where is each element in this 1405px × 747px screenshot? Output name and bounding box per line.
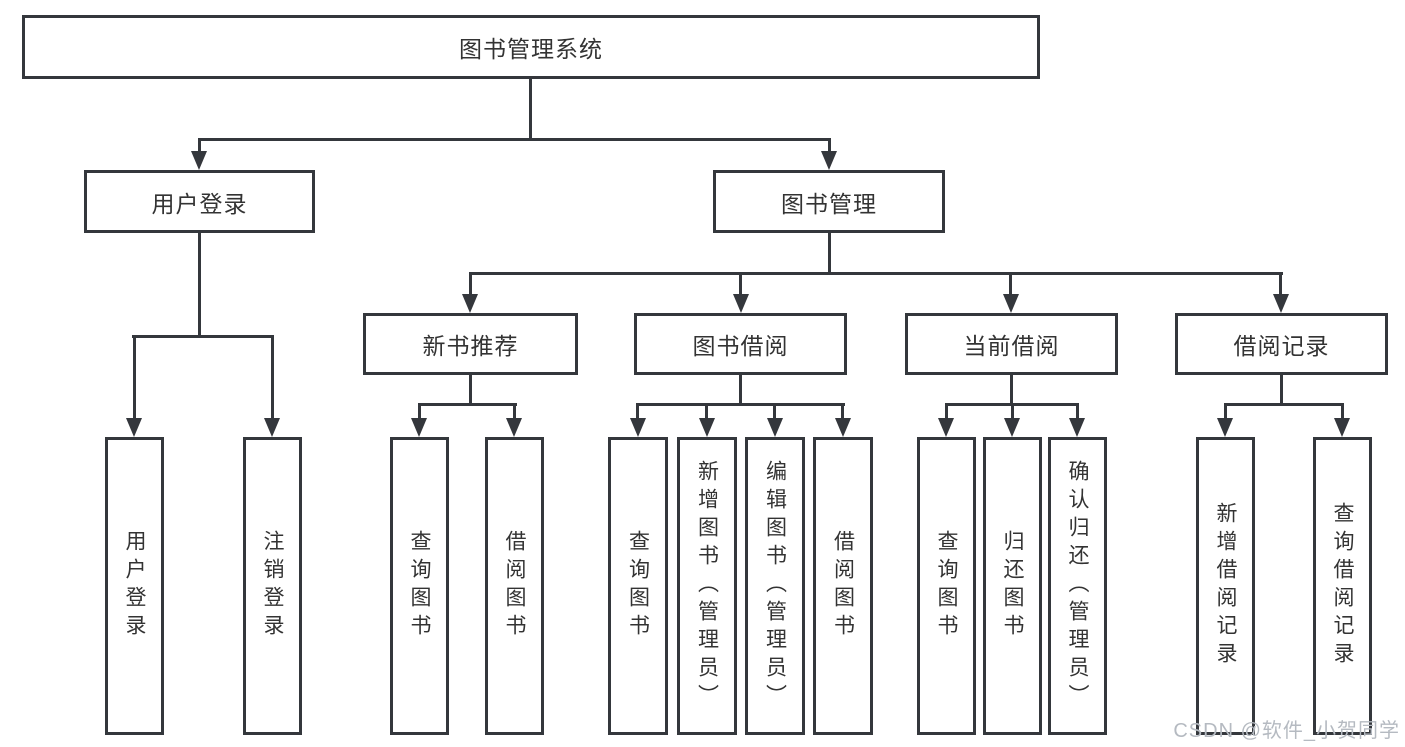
node-user-login-label: 用户登录 bbox=[151, 190, 248, 217]
arrowhead-down-icon bbox=[938, 418, 954, 437]
leaf-add-borrow-record: 新增借阅记录 bbox=[1196, 437, 1255, 735]
leaf-add-books-admin-label: 新增图书（管理员） bbox=[695, 460, 719, 712]
connector-level2-bar bbox=[198, 138, 831, 141]
connector-stem bbox=[513, 405, 516, 419]
leaf-query-borrow-record-label: 查询借阅记录 bbox=[1331, 502, 1354, 670]
node-user-login: 用户登录 bbox=[84, 170, 315, 233]
connector-user-login-stem bbox=[198, 231, 201, 337]
node-book-management: 图书管理 bbox=[713, 170, 945, 233]
node-library-system: 图书管理系统 bbox=[22, 15, 1040, 79]
connector-stem bbox=[1341, 405, 1344, 419]
node-current-borrowing-label: 当前借阅 bbox=[963, 333, 1060, 359]
connector-stem bbox=[133, 337, 136, 420]
connector-current-stem bbox=[1010, 373, 1013, 406]
leaf-return-books: 归还图书 bbox=[983, 437, 1042, 735]
arrowhead-down-icon bbox=[1273, 294, 1289, 313]
leaf-edit-books-admin: 编辑图书（管理员） bbox=[745, 437, 805, 735]
connector-login-bar bbox=[132, 335, 274, 338]
leaf-borrow-books-label: 借阅图书 bbox=[831, 530, 855, 642]
connector-stem bbox=[1011, 405, 1014, 419]
leaf-logout-label: 注销登录 bbox=[261, 530, 284, 642]
leaf-logout: 注销登录 bbox=[243, 437, 302, 735]
connector-stem bbox=[739, 274, 742, 295]
connector-stem bbox=[636, 405, 639, 419]
connector-borrow-stem bbox=[739, 373, 742, 406]
node-library-system-label: 图书管理系统 bbox=[459, 36, 603, 62]
leaf-query-books-borrow: 查询图书 bbox=[608, 437, 668, 735]
arrowhead-down-icon bbox=[126, 418, 142, 437]
leaf-query-books-current-label: 查询图书 bbox=[935, 530, 958, 642]
node-new-book-recommendation: 新书推荐 bbox=[363, 313, 578, 375]
leaf-add-borrow-record-label: 新增借阅记录 bbox=[1214, 502, 1237, 670]
leaf-query-books-borrow-label: 查询图书 bbox=[626, 530, 650, 642]
connector-current-bar bbox=[945, 403, 1079, 406]
leaf-query-borrow-record: 查询借阅记录 bbox=[1313, 437, 1372, 735]
connector-book-mgmt-stem bbox=[828, 231, 831, 274]
connector-stem bbox=[828, 140, 831, 153]
arrowhead-down-icon bbox=[699, 418, 715, 437]
arrowhead-down-icon bbox=[191, 151, 207, 170]
leaf-return-books-label: 归还图书 bbox=[1001, 530, 1024, 642]
connector-stem bbox=[1279, 274, 1282, 295]
leaf-user-login-label: 用户登录 bbox=[123, 530, 146, 642]
arrowhead-down-icon bbox=[821, 151, 837, 170]
arrowhead-down-icon bbox=[1069, 418, 1085, 437]
leaf-edit-books-admin-label: 编辑图书（管理员） bbox=[763, 460, 787, 712]
arrowhead-down-icon bbox=[1003, 294, 1019, 313]
arrowhead-down-icon bbox=[1217, 418, 1233, 437]
watermark: CSDN @软件_小贺同学 bbox=[1173, 720, 1400, 742]
arrowhead-down-icon bbox=[1334, 418, 1350, 437]
connector-borrow-bar bbox=[636, 403, 845, 406]
arrowhead-down-icon bbox=[1004, 418, 1020, 437]
connector-stem bbox=[841, 405, 844, 419]
connector-stem bbox=[271, 337, 274, 420]
connector-stem bbox=[1076, 405, 1079, 419]
leaf-query-books-current: 查询图书 bbox=[917, 437, 976, 735]
node-borrowing-records: 借阅记录 bbox=[1175, 313, 1388, 375]
arrowhead-down-icon bbox=[462, 294, 478, 313]
connector-recommend-bar bbox=[418, 403, 517, 406]
connector-level3-bar bbox=[469, 272, 1283, 275]
leaf-confirm-return-admin-label: 确认归还（管理员） bbox=[1066, 460, 1089, 712]
arrowhead-down-icon bbox=[264, 418, 280, 437]
connector-stem bbox=[198, 140, 201, 153]
connector-stem bbox=[705, 405, 708, 419]
node-book-borrowing: 图书借阅 bbox=[634, 313, 847, 375]
arrowhead-down-icon bbox=[835, 418, 851, 437]
leaf-add-books-admin: 新增图书（管理员） bbox=[677, 437, 737, 735]
arrowhead-down-icon bbox=[630, 418, 646, 437]
leaf-user-login: 用户登录 bbox=[105, 437, 164, 735]
connector-stem bbox=[418, 405, 421, 419]
node-book-borrowing-label: 图书借阅 bbox=[692, 333, 789, 359]
connector-stem bbox=[1009, 274, 1012, 295]
leaf-borrow-books-recommend: 借阅图书 bbox=[485, 437, 544, 735]
node-borrowing-records-label: 借阅记录 bbox=[1233, 333, 1330, 359]
node-new-book-recommendation-label: 新书推荐 bbox=[422, 333, 519, 359]
connector-stem bbox=[1224, 405, 1227, 419]
arrowhead-down-icon bbox=[411, 418, 427, 437]
connector-records-stem bbox=[1280, 373, 1283, 406]
leaf-borrow-books: 借阅图书 bbox=[813, 437, 873, 735]
node-current-borrowing: 当前借阅 bbox=[905, 313, 1118, 375]
arrowhead-down-icon bbox=[506, 418, 522, 437]
connector-records-bar bbox=[1224, 403, 1344, 406]
leaf-confirm-return-admin: 确认归还（管理员） bbox=[1048, 437, 1107, 735]
arrowhead-down-icon bbox=[767, 418, 783, 437]
node-book-management-label: 图书管理 bbox=[781, 190, 877, 217]
connector-stem bbox=[773, 405, 776, 419]
leaf-query-books-recommend: 查询图书 bbox=[390, 437, 449, 735]
arrowhead-down-icon bbox=[733, 294, 749, 313]
connector-stem bbox=[945, 405, 948, 419]
connector-recommend-stem bbox=[469, 373, 472, 406]
leaf-borrow-books-recommend-label: 借阅图书 bbox=[503, 530, 526, 642]
connector-stem bbox=[469, 274, 472, 295]
leaf-query-books-recommend-label: 查询图书 bbox=[408, 530, 431, 642]
connector-root-stem bbox=[529, 77, 532, 140]
